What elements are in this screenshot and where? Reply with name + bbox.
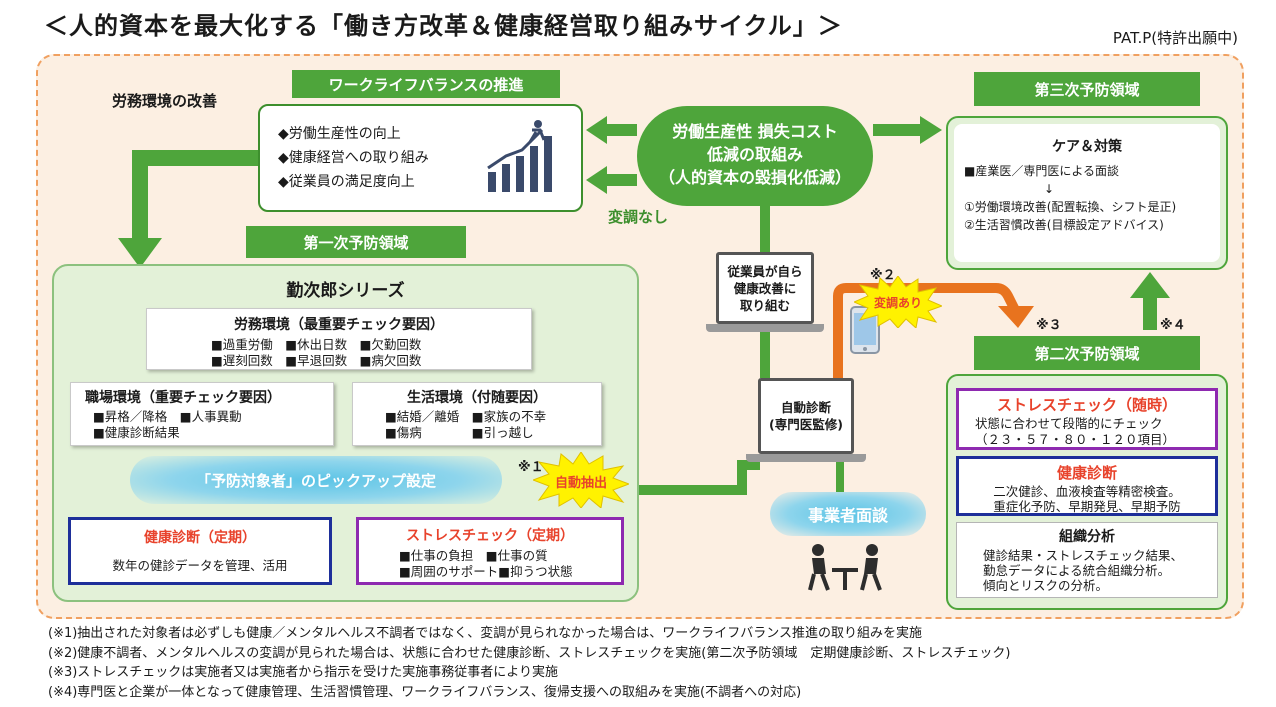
tertiary-label: 第三次予防領域 bbox=[974, 72, 1200, 106]
org-analysis-row: 傾向とリスクの分析。 bbox=[983, 578, 1109, 593]
wlb-to-primary-arrow bbox=[132, 150, 258, 240]
primary-label: 第一次予防領域 bbox=[246, 226, 466, 258]
workplace-env-row: ■昇格／降格 ■人事異動 bbox=[93, 409, 242, 424]
labor-env-box: 労務環境（最重要チェック要因） ■過重労働 ■休出日数 ■欠勤回数 ■遅刻回数 … bbox=[146, 308, 532, 370]
stress-check-row: ■仕事の負担 ■仕事の質 bbox=[399, 548, 548, 563]
no-change-label: 変調なし bbox=[608, 208, 669, 226]
workplace-env-title: 職場環境（重要チェック要因） bbox=[85, 390, 281, 406]
health-check-box: 健康診断（定期） 数年の健診データを管理、活用 bbox=[68, 517, 332, 585]
growth-chart-icon bbox=[487, 120, 552, 192]
secondary-stress-row: 状態に合わせて段階的にチェック bbox=[975, 416, 1163, 431]
labor-improvement-label: 労務環境の改善 bbox=[112, 92, 218, 110]
change-burst bbox=[854, 276, 942, 328]
tertiary-box: ケア＆対策 ■産業医／専門医による面談 ↓ ①労働環境改善(配置転換、シフト是正… bbox=[946, 116, 1228, 270]
pickup-setting: 「予防対象者」のピックアップ設定 bbox=[130, 456, 502, 504]
center-line: 労働生産性 損失コスト bbox=[672, 122, 838, 141]
center-line: 低減の取組み bbox=[706, 145, 803, 164]
employee-laptop-line: 健康改善に bbox=[733, 280, 797, 296]
wlb-list: ◆労働生産性の向上 ◆健康経営への取り組み ◆従業員の満足度向上 bbox=[278, 122, 429, 194]
care-row: ↓ bbox=[1044, 182, 1055, 196]
wlb-item: ◆従業員の満足度向上 bbox=[278, 174, 415, 190]
life-env-title: 生活環境（付随要因） bbox=[407, 390, 547, 406]
interview-people-icon bbox=[808, 544, 882, 591]
employee-laptop-base bbox=[706, 324, 824, 332]
employee-laptop-screen: 従業員が自ら 健康改善に 取り組む bbox=[716, 252, 814, 324]
kinjiro-series-title: 勤次郎シリーズ bbox=[286, 281, 405, 301]
org-analysis-box: 組織分析 健診結果・ストレスチェック結果、 勤怠データによる統合組織分析。 傾向… bbox=[956, 522, 1218, 598]
diagnosis-laptop-screen: 自動診断 (専門医監修) bbox=[758, 378, 854, 454]
employee-laptop-line: 取り組む bbox=[739, 297, 790, 313]
auto-extract-burst bbox=[533, 452, 629, 508]
note3-mark: ※３ bbox=[1036, 318, 1062, 333]
secondary-health-row: 重症化予防、早期発見、早期予防 bbox=[993, 499, 1181, 514]
page-title: ＜人的資本を最大化する「働き方改革＆健康経営取り組みサイクル」＞ bbox=[44, 12, 843, 40]
labor-env-row: ■過重労働 ■休出日数 ■欠勤回数 bbox=[211, 337, 422, 352]
care-panel: ケア＆対策 ■産業医／専門医による面談 ↓ ①労働環境改善(配置転換、シフト是正… bbox=[954, 124, 1220, 262]
orange-change-arrow bbox=[833, 283, 1021, 420]
employee-laptop-line: 従業員が自ら bbox=[727, 263, 803, 279]
footnote: (※4)専門医と企業が一体となって健康管理、生活習慣管理、ワークライフバランス、… bbox=[48, 684, 802, 700]
care-row: ②生活習慣改善(目標設定アドバイス) bbox=[964, 218, 1164, 232]
auto-extract-label: 自動抽出 bbox=[554, 476, 607, 491]
footnote: (※2)健康不調者、メンタルヘルスの変調が見られた場合は、状態に合わせた健康診断… bbox=[48, 645, 1011, 661]
patent-note: PAT.P(特許出願中) bbox=[1112, 29, 1238, 47]
smartphone-icon bbox=[850, 306, 880, 354]
care-row: ■産業医／専門医による面談 bbox=[964, 164, 1119, 178]
org-analysis-row: 勤怠データによる統合組織分析。 bbox=[983, 563, 1171, 578]
note2-mark: ※２ bbox=[870, 268, 896, 283]
life-env-box: 生活環境（付随要因） ■結婚／離婚 ■家族の不幸 ■傷病 ■引っ越し bbox=[352, 382, 602, 446]
change-label: 変調あり bbox=[873, 296, 922, 310]
wlb-label: ワークライフバランスの推進 bbox=[292, 70, 560, 98]
workplace-env-box: 職場環境（重要チェック要因） ■昇格／降格 ■人事異動 ■健康診断結果 bbox=[70, 382, 334, 446]
labor-env-row: ■遅刻回数 ■早退回数 ■病欠回数 bbox=[211, 353, 422, 368]
wlb-item: ◆健康経営への取り組み bbox=[278, 150, 429, 166]
org-analysis-title: 組織分析 bbox=[1059, 529, 1115, 545]
care-row: ①労働環境改善(配置転換、シフト是正) bbox=[964, 200, 1177, 214]
diagnosis-line: (専門医監修) bbox=[769, 417, 843, 432]
org-analysis-row: 健診結果・ストレスチェック結果、 bbox=[983, 548, 1184, 563]
secondary-label: 第二次予防領域 bbox=[974, 336, 1200, 370]
life-env-row: ■傷病 ■引っ越し bbox=[385, 425, 534, 440]
health-check-text: 数年の健診データを管理、活用 bbox=[112, 558, 288, 573]
diagnosis-line: 自動診断 bbox=[780, 400, 831, 415]
secondary-stress-row: （２３・５７・８０・１２０項目） bbox=[975, 432, 1176, 447]
life-env-row: ■結婚／離婚 ■家族の不幸 bbox=[385, 409, 547, 424]
wlb-to-primary-arrowhead bbox=[118, 238, 162, 268]
stress-check-title: ストレスチェック（定期） bbox=[406, 528, 574, 544]
wlb-item: ◆労働生産性の向上 bbox=[278, 126, 401, 142]
footnote: (※1)抽出された対象者は必ずしも健康／メンタルヘルス不調者ではなく、変調が見ら… bbox=[48, 626, 923, 641]
center-line: （人的資本の毀損化低減） bbox=[658, 168, 851, 187]
footnote: (※3)ストレスチェックは実施者又は実施者から指示を受けた実施事務従事者により実… bbox=[48, 665, 559, 680]
secondary-health-title: 健康診断 bbox=[1056, 464, 1117, 482]
center-initiative: 労働生産性 損失コスト 低減の取組み （人的資本の毀損化低減） bbox=[637, 106, 873, 206]
labor-env-title: 労務環境（最重要チェック要因） bbox=[234, 317, 444, 333]
secondary-stress-box: ストレスチェック（随時） 状態に合わせて段階的にチェック （２３・５７・８０・１… bbox=[956, 388, 1218, 450]
health-check-title: 健康診断（定期） bbox=[144, 530, 256, 546]
secondary-to-tertiary-arrowhead bbox=[1130, 272, 1170, 298]
note1-mark: ※１ bbox=[518, 460, 544, 475]
footnotes: (※1)抽出された対象者は必ずしも健康／メンタルヘルス不調者ではなく、変調が見ら… bbox=[48, 624, 1010, 702]
care-title: ケア＆対策 bbox=[1052, 139, 1122, 155]
note4-mark: ※４ bbox=[1160, 318, 1186, 333]
workplace-env-row: ■健康診断結果 bbox=[93, 425, 180, 440]
employer-interview: 事業者面談 bbox=[770, 492, 926, 536]
stress-check-box: ストレスチェック（定期） ■仕事の負担 ■仕事の質 ■周囲のサポート■抑うつ状態 bbox=[356, 517, 624, 585]
secondary-stress-title: ストレスチェック（随時） bbox=[996, 396, 1177, 414]
secondary-health-row: 二次健診、血液検査等精密検査。 bbox=[993, 484, 1181, 499]
stress-check-row: ■周囲のサポート■抑うつ状態 bbox=[399, 564, 573, 579]
diagnosis-laptop-base bbox=[746, 454, 866, 462]
secondary-health-box: 健康診断 二次健診、血液検査等精密検査。 重症化予防、早期発見、早期予防 bbox=[956, 456, 1218, 516]
wlb-box: ◆労働生産性の向上 ◆健康経営への取り組み ◆従業員の満足度向上 bbox=[258, 104, 583, 212]
